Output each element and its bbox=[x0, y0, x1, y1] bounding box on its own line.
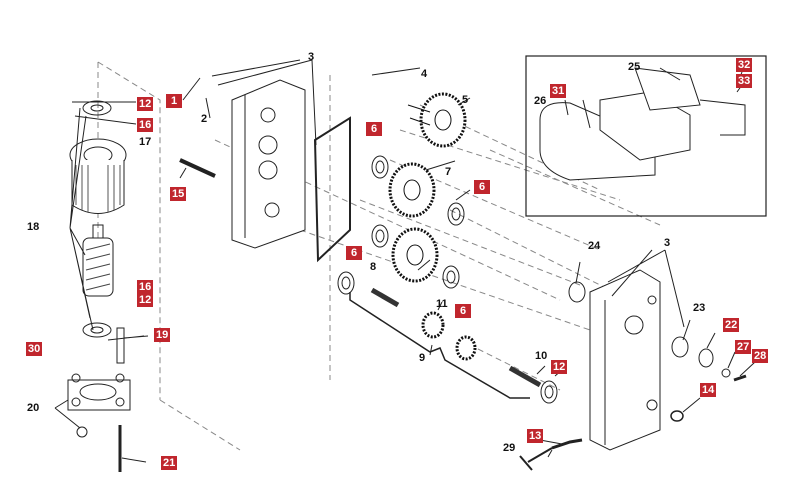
leader-lines bbox=[54, 59, 756, 463]
callout-9: 9 bbox=[419, 352, 426, 364]
callout-25: 25 bbox=[628, 61, 641, 73]
part-tag-14[interactable]: 14 bbox=[700, 383, 717, 397]
callout-20: 20 bbox=[27, 402, 40, 414]
part-tag-12[interactable]: 12 bbox=[551, 360, 568, 374]
part-tag-28[interactable]: 28 bbox=[752, 349, 769, 363]
part-tag-21[interactable]: 21 bbox=[161, 456, 178, 470]
callout-2: 2 bbox=[201, 113, 208, 125]
callout-10: 10 bbox=[535, 350, 548, 362]
washer-27 bbox=[721, 368, 731, 378]
part-tag-22[interactable]: 22 bbox=[723, 318, 740, 332]
oring-14 bbox=[670, 410, 684, 422]
stator bbox=[69, 138, 127, 214]
callout-24: 24 bbox=[588, 240, 601, 252]
assembly-guide-lines bbox=[97, 61, 661, 451]
housing-left bbox=[231, 79, 306, 249]
part-tag-31[interactable]: 31 bbox=[550, 84, 567, 98]
bolt-15 bbox=[179, 158, 216, 178]
pin bbox=[116, 327, 125, 364]
part-tag-6[interactable]: 6 bbox=[455, 304, 471, 318]
callout-7: 7 bbox=[445, 166, 452, 178]
callout-3-right: 3 bbox=[664, 237, 671, 249]
part-tag-13[interactable]: 13 bbox=[527, 429, 544, 443]
inset-motor bbox=[539, 67, 746, 181]
part-tag-32[interactable]: 32 bbox=[736, 58, 753, 72]
callout-29: 29 bbox=[503, 442, 516, 454]
callout-8: 8 bbox=[370, 261, 377, 273]
housing-right bbox=[589, 269, 661, 451]
callout-23: 23 bbox=[693, 302, 706, 314]
callout-26: 26 bbox=[534, 95, 547, 107]
callout-3: 3 bbox=[308, 51, 315, 63]
handle bbox=[551, 438, 583, 450]
part-tag-27[interactable]: 27 bbox=[735, 340, 752, 354]
flange bbox=[67, 373, 131, 438]
shaft-bracket bbox=[349, 292, 530, 399]
bushing-23 bbox=[671, 336, 689, 358]
callout-11: 11 bbox=[436, 298, 448, 310]
bearings bbox=[82, 100, 586, 404]
part-tag-1[interactable]: 1 bbox=[166, 94, 182, 108]
part-tag-33[interactable]: 33 bbox=[736, 74, 753, 88]
gears bbox=[388, 92, 477, 361]
inset-frame bbox=[525, 55, 767, 217]
gasket bbox=[313, 116, 351, 263]
callout-4: 4 bbox=[421, 68, 428, 80]
rotor bbox=[82, 224, 114, 297]
screw-28 bbox=[733, 374, 747, 382]
callout-18: 18 bbox=[27, 221, 40, 233]
part-tag-16[interactable]: 16 bbox=[137, 280, 154, 294]
part-tag-6[interactable]: 6 bbox=[346, 246, 362, 260]
part-tag-12[interactable]: 12 bbox=[137, 293, 154, 307]
ring-22 bbox=[698, 348, 714, 368]
part-tag-12[interactable]: 12 bbox=[137, 97, 154, 111]
part-tag-15[interactable]: 15 bbox=[170, 187, 187, 201]
part-tag-6[interactable]: 6 bbox=[366, 122, 382, 136]
part-tag-16[interactable]: 16 bbox=[137, 118, 154, 132]
part-tag-30[interactable]: 30 bbox=[26, 342, 43, 356]
callout-17: 17 bbox=[139, 136, 152, 148]
part-tag-19[interactable]: 19 bbox=[154, 328, 171, 342]
part-tag-6[interactable]: 6 bbox=[474, 180, 490, 194]
callout-5: 5 bbox=[462, 94, 469, 106]
